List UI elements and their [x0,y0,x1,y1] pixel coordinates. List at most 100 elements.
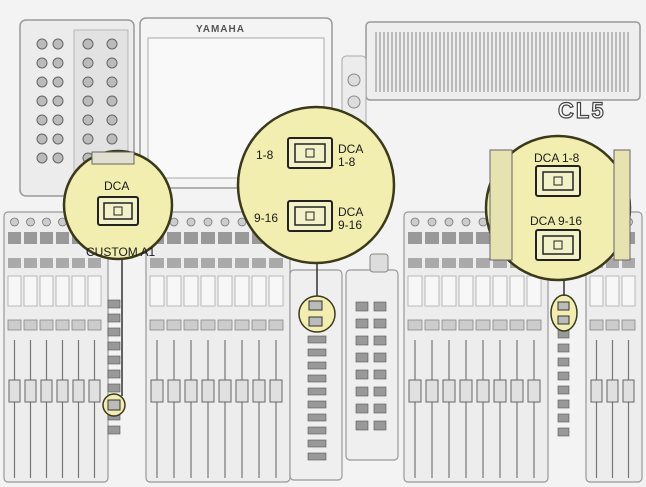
centralogic-key [307,387,327,396]
knob [52,57,64,69]
dca-keys-right[interactable] [550,294,578,332]
fader-cap [235,379,249,403]
knob [82,114,94,126]
bank-center-frame [145,211,291,483]
user-key [107,369,121,379]
channel-display [7,275,22,307]
fader-cap [252,379,266,403]
channel-on-key [150,258,164,268]
callout-center-row1-right-top: DCA [338,142,363,156]
callout-right: DCA 1-8 DCA 9-16 [484,134,632,282]
channel-cue-key [7,319,22,331]
channel-cue-key [526,319,542,331]
dca-9-16-button-zoom[interactable] [287,200,333,232]
centralogic-key [307,374,327,383]
knob [82,57,94,69]
scene-key [355,301,369,312]
fader-cap [269,379,283,403]
channel-on-key [218,258,232,268]
channel-on-key [88,258,101,268]
channel-display [509,275,525,307]
selected-channel-knobs [36,38,118,164]
scene-key [373,386,387,397]
user-key [107,355,121,365]
channel-cue-key [55,319,70,331]
centralogic-key [307,439,327,448]
channel-cue-key [509,319,525,331]
knob [52,152,64,164]
user-key [107,313,121,323]
channel-select-key [235,232,249,244]
channel-display [166,275,182,307]
channel-select-key [40,232,53,244]
channel-select-key [184,232,198,244]
centralogic-key [307,348,327,357]
user-key [557,371,570,381]
knob [36,57,48,69]
callout-left-title: DCA [104,179,129,193]
channel-display [441,275,457,307]
fader-cap [590,379,603,403]
channel-display [71,275,86,307]
scene-key [373,420,387,431]
knob [52,133,64,145]
knob [36,76,48,88]
fader-cap [88,379,101,403]
dca-key-left[interactable] [102,393,126,417]
center-keys [307,301,387,461]
scene-key [373,318,387,329]
scene-key [355,369,369,380]
channel-cue-key [71,319,86,331]
scene-key [355,335,369,346]
channel-cue-key [217,319,233,331]
centralogic-key [307,426,327,435]
fader-cap [8,379,21,403]
channel-on-key [167,258,181,268]
channel-knob [427,217,437,227]
user-key [557,413,570,423]
channel-display [183,275,199,307]
channel-display [589,275,604,307]
channel-cue-key [251,319,267,331]
dca-keys-center[interactable] [298,295,336,333]
fader-cap [218,379,232,403]
channel-display [200,275,216,307]
dca-9-16-button-right-zoom[interactable] [535,229,581,261]
callout-center-row2-left: 9-16 [254,211,278,225]
scene-key [373,403,387,414]
user-key [557,399,570,409]
channel-cue-key [492,319,508,331]
channel-on-key [622,258,635,268]
knob [82,95,94,107]
fader-cap [167,379,181,403]
dca-button-left-zoom[interactable] [97,196,139,226]
knob [52,76,64,88]
channel-display [251,275,267,307]
dca-1-8-button-right-zoom[interactable] [535,165,581,197]
scene-key [355,352,369,363]
channel-on-key [269,258,283,268]
channel-on-key [459,258,473,268]
callout-center-row1-right-bottom: 1-8 [338,155,356,169]
user-key [107,341,121,351]
knob [52,38,64,50]
channel-display [526,275,542,307]
callout-right-label2: DCA 9-16 [530,214,582,228]
knob [52,95,64,107]
user-key [107,383,121,393]
channel-display [234,275,250,307]
channel-on-key [56,258,69,268]
channel-cue-key [424,319,440,331]
channel-on-key [8,258,21,268]
fader-cap [527,379,541,403]
channel-select-key [408,232,422,244]
channel-knob [42,217,51,227]
channel-select-key [8,232,21,244]
dca-1-8-button-zoom[interactable] [287,137,333,169]
user-key [557,385,570,395]
knob [106,57,118,69]
scene-key [355,420,369,431]
knob [82,38,94,50]
fader-cap [622,379,635,403]
